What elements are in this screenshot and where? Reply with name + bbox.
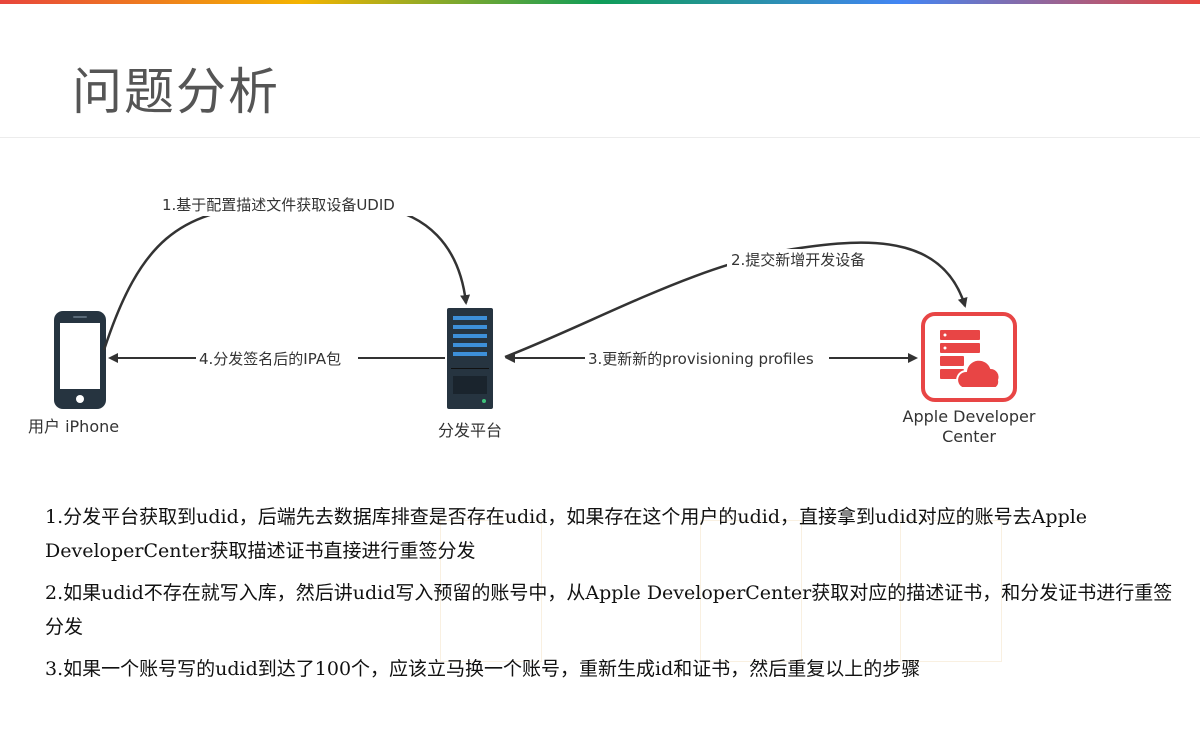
watermark-box [440,520,542,662]
steps-list: 1.分发平台获取到udid，后端先去数据库排查是否存在udid，如果存在这个用户… [45,500,1175,694]
iphone-node: 用户 iPhone [28,311,119,436]
top-accent-stripe [0,0,1200,4]
platform-node: 分发平台 [438,308,502,440]
edge-udid-label: 1.基于配置描述文件获取设备UDID [162,196,395,214]
step-item: 2.如果udid不存在就写入库，然后讲udid写入预留的账号中，从Apple D… [45,582,1173,638]
edge-udid: 1.基于配置描述文件获取设备UDID [102,194,471,351]
edge-submit-device-label: 2.提交新增开发设备 [731,251,865,269]
edge-profiles: 3.更新新的provisioning profiles [505,348,918,370]
watermark-box [900,520,1002,662]
edge-profiles-label: 3.更新新的provisioning profiles [588,350,814,368]
edge-submit-device: 2.提交新增开发设备 [504,241,968,359]
step-item: 1.分发平台获取到udid，后端先去数据库排查是否存在udid，如果存在这个用户… [45,506,1088,562]
apple-label-line2: Center [942,427,996,446]
page-title: 问题分析 [72,63,280,121]
iphone-label: 用户 iPhone [28,417,119,436]
step-item: 3.如果一个账号写的udid到达了100个，应该立马换一个账号，重新生成id和证… [45,658,921,680]
server-cloud-icon [921,312,1017,402]
edge-ipa: 4.分发签名后的IPA包 [108,348,445,370]
platform-label: 分发平台 [438,421,502,440]
apple-node: Apple Developer Center [903,312,1036,446]
apple-label-line1: Apple Developer [903,407,1036,426]
flow-diagram: 用户 iPhone 分发平台 Apple Developer [28,194,1036,446]
edge-ipa-label: 4.分发签名后的IPA包 [199,350,341,368]
watermark-box [700,520,802,662]
title-divider [0,137,1200,138]
iphone-icon [54,311,106,409]
server-icon [447,308,493,409]
